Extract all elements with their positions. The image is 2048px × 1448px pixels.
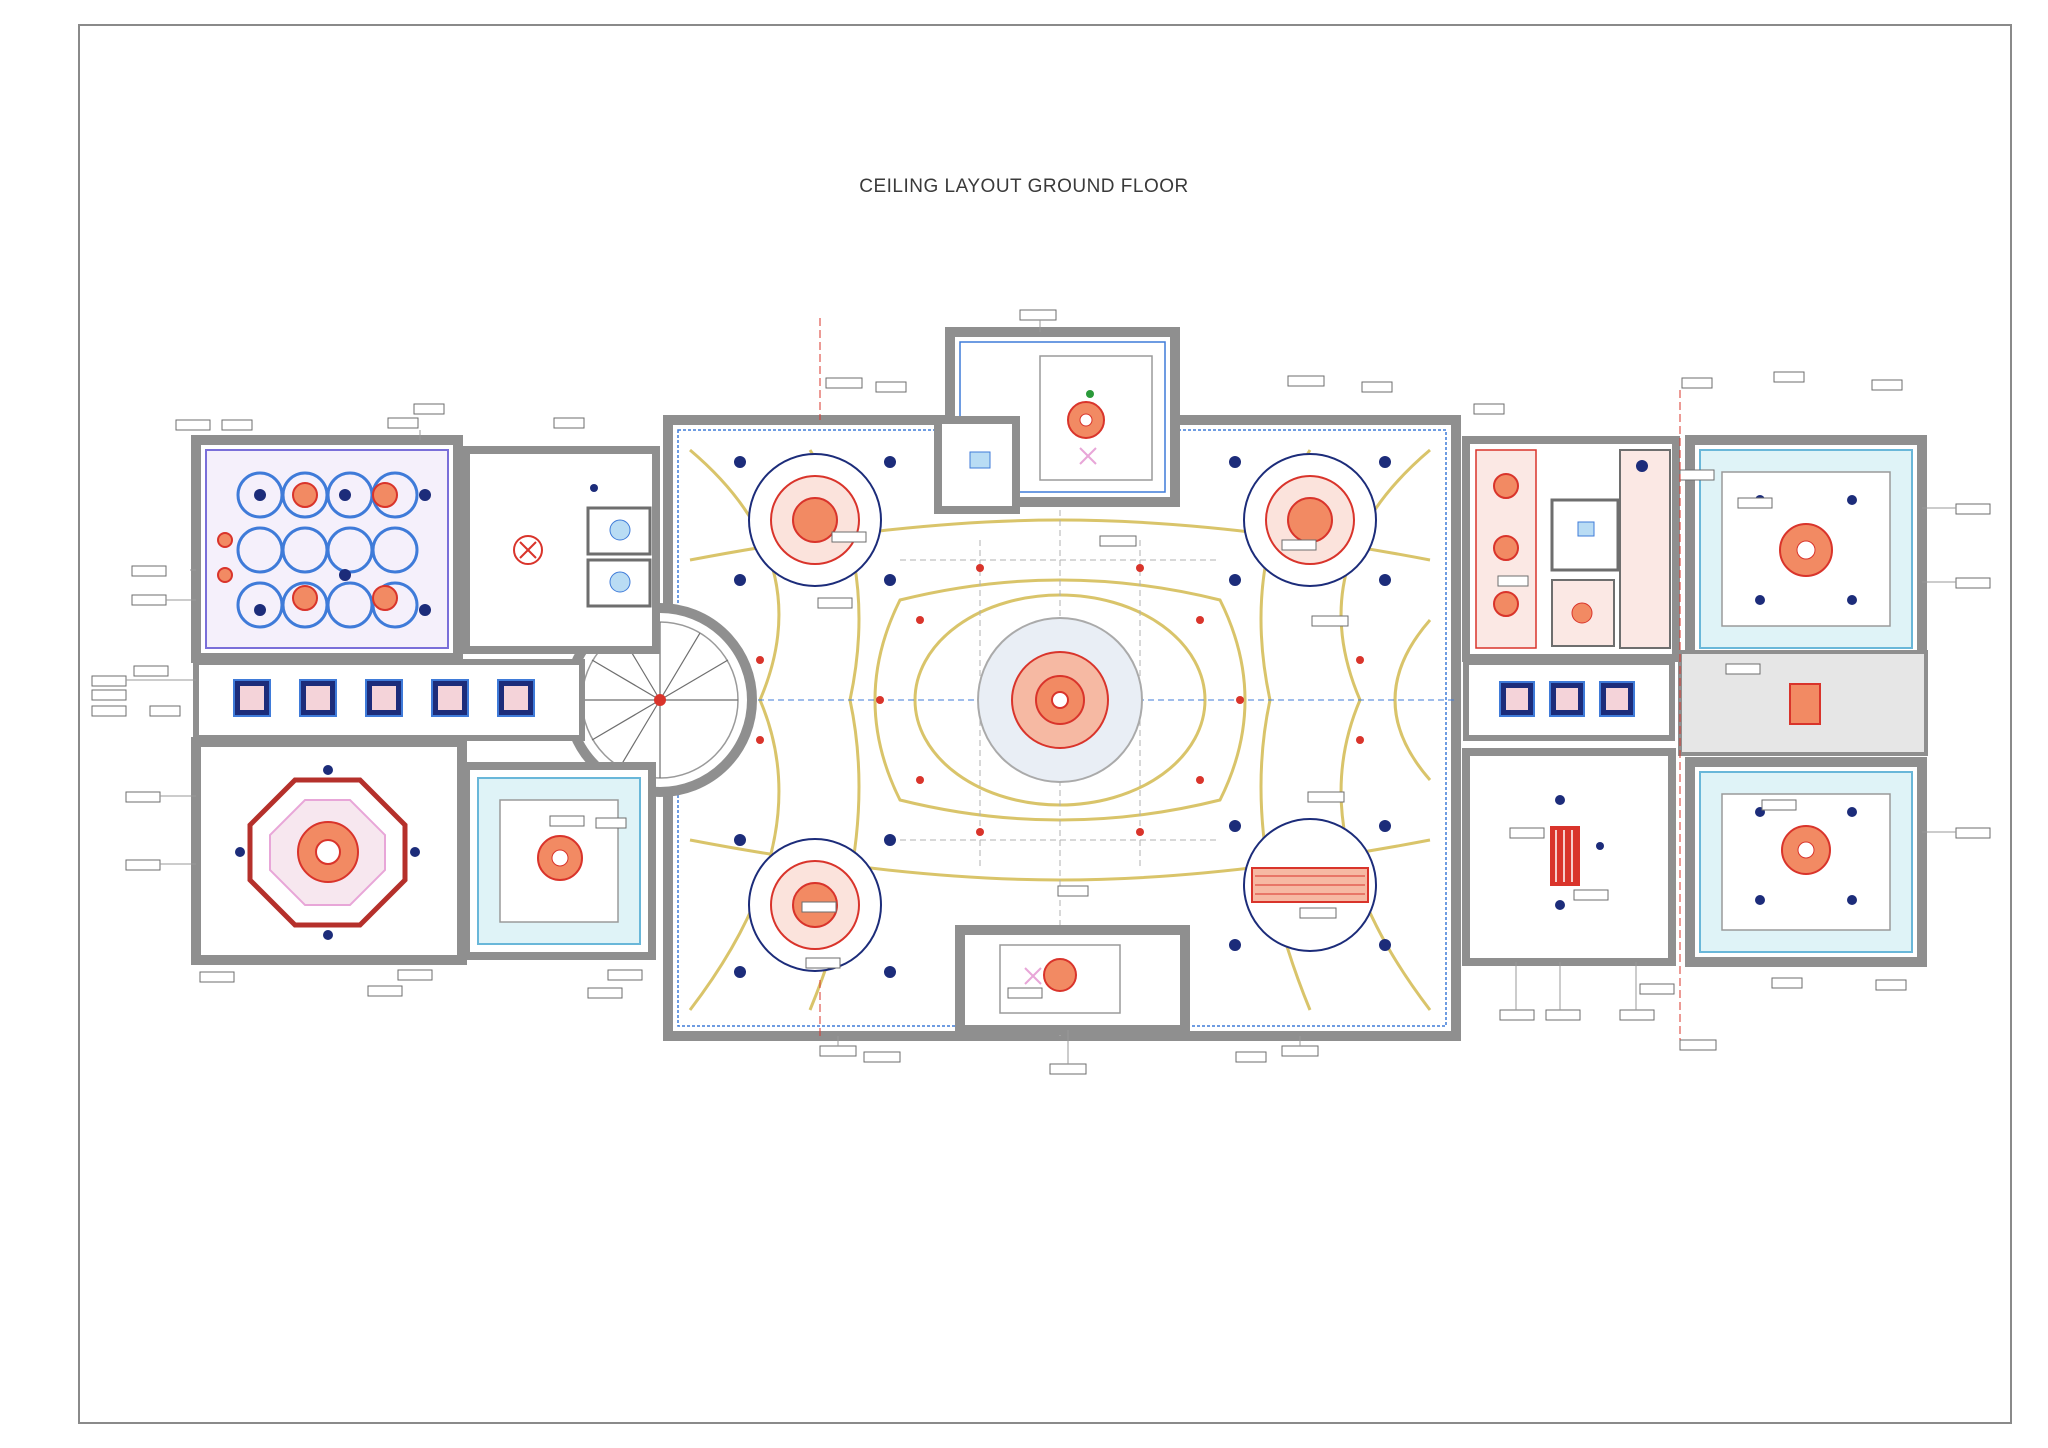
great-hall bbox=[663, 415, 1461, 1041]
north-bay bbox=[934, 327, 1180, 514]
downlight-dot-icon bbox=[734, 456, 1391, 978]
south-bay bbox=[955, 925, 1190, 1035]
east-wing bbox=[1462, 435, 1928, 967]
central-ceiling-rose-icon bbox=[977, 617, 1143, 783]
dome-top-left bbox=[748, 453, 882, 587]
drawing-title: CEILING LAYOUT GROUND FLOOR bbox=[859, 176, 1189, 197]
level-tags bbox=[91, 309, 1991, 1075]
dome-bottom-right bbox=[1243, 818, 1377, 952]
spot-dot-icon bbox=[756, 564, 1364, 836]
dome-top-right bbox=[1243, 453, 1377, 587]
leader-lines bbox=[126, 318, 1956, 1064]
west-wing bbox=[191, 435, 660, 965]
drawing-sheet-border bbox=[78, 24, 2012, 1424]
